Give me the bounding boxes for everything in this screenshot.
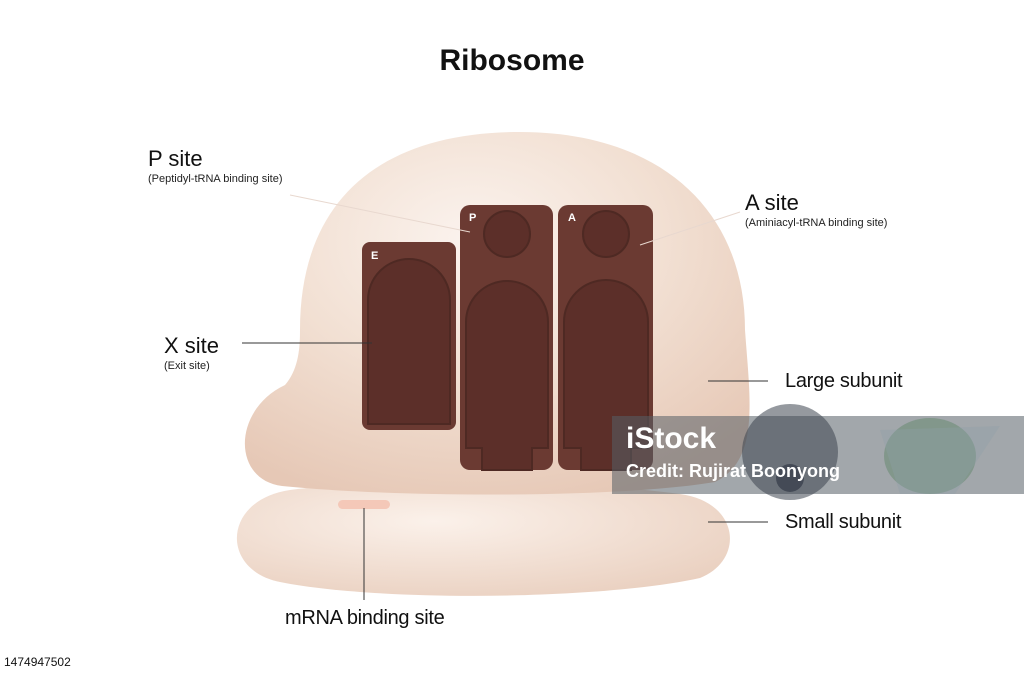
a-site-leader — [639, 211, 741, 246]
a-site-pocket: A — [558, 205, 653, 471]
large-subunit-label: Large subunit — [785, 370, 903, 392]
a-site-name: A site — [745, 190, 799, 215]
watermark-credit: Credit: Rujirat Boonyong — [626, 461, 840, 481]
istock-logo: iStock — [626, 422, 717, 455]
diagram-title: Ribosome — [439, 44, 585, 77]
p-site-name: P site — [148, 146, 203, 171]
mrna-binding-pad — [338, 500, 390, 509]
a-site-label: A site (Aminiacyl-tRNA binding site) — [745, 190, 887, 230]
small-subunit-body — [236, 481, 730, 596]
stock-id-badge: 1474947502 — [0, 653, 75, 671]
p-site-detail: (Peptidyl-tRNA binding site) — [148, 173, 283, 185]
mrna-site-label: mRNA binding site — [285, 607, 445, 629]
p-site-leader — [289, 194, 471, 233]
a-site-detail: (Aminiacyl-tRNA binding site) — [745, 217, 888, 229]
p-site-pocket: P — [460, 205, 553, 471]
p-site-letter: P — [469, 212, 476, 224]
watermark-band — [612, 404, 1024, 500]
e-site-letter: E — [371, 250, 378, 262]
a-site-letter: A — [568, 212, 576, 224]
x-site-label: X site (Exit site) — [164, 333, 219, 373]
small-subunit-label: Small subunit — [785, 511, 902, 533]
e-site-pocket: E — [362, 242, 456, 430]
x-site-detail: (Exit site) — [164, 360, 210, 372]
p-site-label: P site (Peptidyl-tRNA binding site) — [148, 146, 283, 186]
x-site-name: X site — [164, 333, 220, 358]
